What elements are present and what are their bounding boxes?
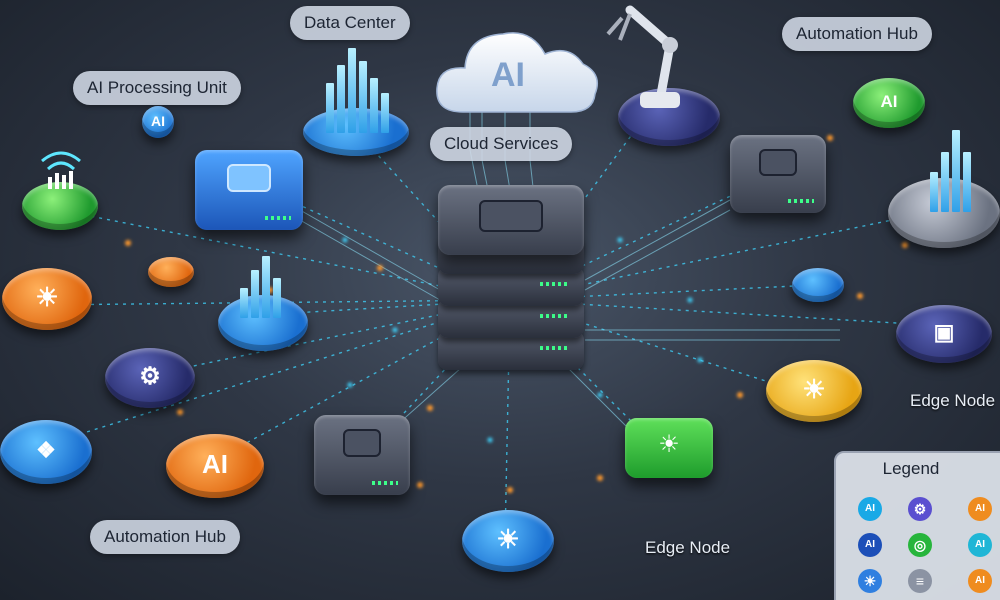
cloud-services-label: Cloud Services — [430, 127, 573, 161]
automation-hub-top-label: Automation Hub — [782, 17, 932, 51]
ai-badge-icon: AI — [142, 106, 174, 138]
server-right-top — [730, 135, 826, 213]
legend-ai-icon: AI — [968, 533, 992, 557]
legend-ai-icon: AI — [968, 497, 992, 521]
cloud-icon — [436, 32, 598, 113]
cloud-ai-text: AI — [491, 56, 525, 94]
sun-icon: ☀ — [658, 430, 680, 458]
sun-node-blue: ☀ — [462, 510, 554, 572]
gear-icon: ⚙ — [908, 497, 932, 521]
legend-ai-icon: AI — [858, 497, 882, 521]
legend-ai-icon: AI — [968, 569, 992, 593]
ring-icon: ◎ — [908, 533, 932, 557]
gear-node-navy: ⚙ — [105, 348, 195, 408]
data-center-label: Data Center — [290, 6, 410, 40]
automation-hub-bottom-label: Automation Hub — [90, 520, 240, 554]
chip-icon: ▣ — [933, 319, 955, 345]
left-bars-icon — [240, 256, 281, 318]
gear-icon: ⚙ — [139, 363, 161, 391]
edge-node-right-label: Edge Node — [910, 391, 996, 410]
sun-icon: ☀ — [802, 373, 826, 404]
server-bottom-left — [314, 415, 410, 495]
right-bars-icon — [930, 130, 971, 212]
network-icon: ❖ — [36, 437, 56, 463]
sun-node-orange: ☀ — [2, 268, 92, 330]
small-node-blue — [792, 268, 844, 302]
edge-node-chip: ▣ — [896, 305, 992, 363]
legend-panel: Legend AI ⚙ AI AI ◎ AI ☀ ≡ AI — [834, 451, 1000, 600]
server-icon: ≡ — [908, 569, 932, 593]
robot-arm-icon — [606, 5, 680, 108]
data-center-platform — [303, 108, 409, 156]
small-node-orange — [148, 257, 194, 287]
sun-node-yellow: ☀ — [766, 360, 862, 422]
sun-icon: ☀ — [858, 569, 882, 593]
edge-node-green-box: ☀ — [625, 418, 713, 478]
ai-processing-unit — [195, 150, 303, 230]
wifi-node — [22, 182, 98, 230]
ai-processing-unit-label: AI Processing Unit — [73, 71, 241, 105]
edge-node-bottom-label: Edge Node — [645, 538, 731, 557]
wifi-icon — [41, 151, 81, 189]
legend-title: Legend — [882, 459, 940, 478]
ai-node-orange: AI — [166, 434, 264, 498]
sun-icon: ☀ — [35, 281, 59, 312]
data-center-bars-icon — [326, 48, 389, 133]
sun-icon: ☀ — [496, 523, 520, 554]
cluster-node-blue: ❖ — [0, 420, 92, 484]
ai-node-green: AI — [853, 78, 925, 128]
legend-ai-icon: AI — [858, 533, 882, 557]
